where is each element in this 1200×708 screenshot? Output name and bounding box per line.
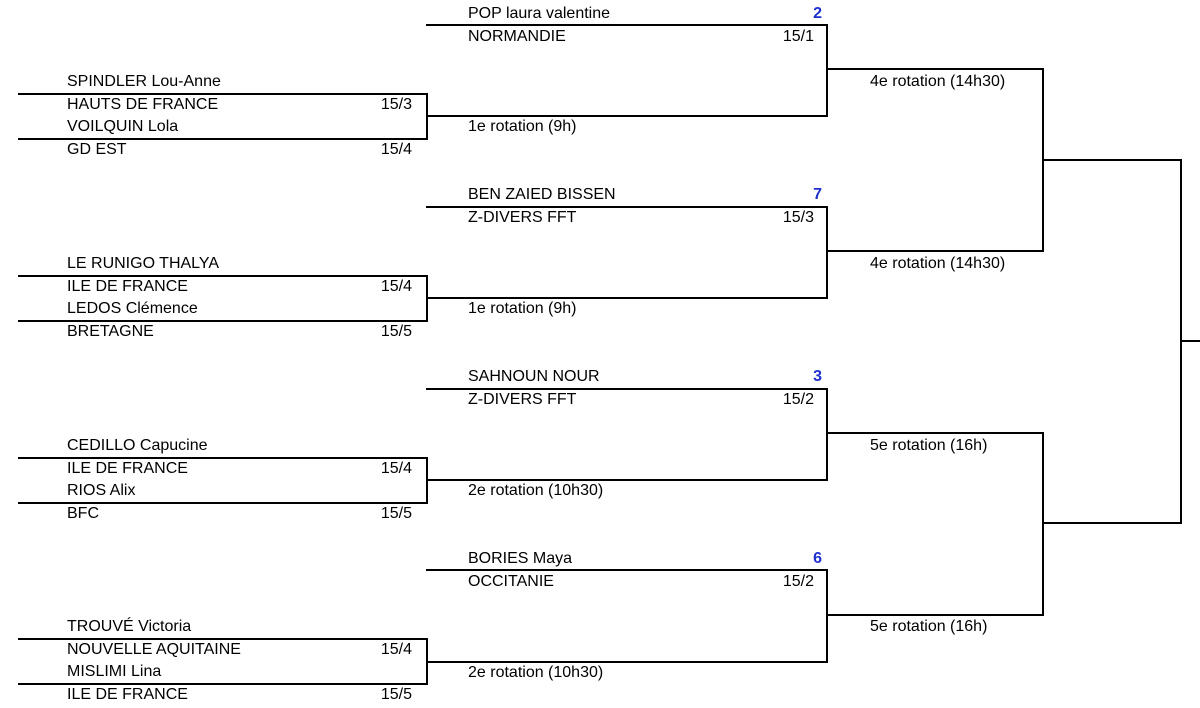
bracket-line <box>826 614 1044 616</box>
player-name: BORIES Maya <box>468 550 573 567</box>
bracket-line <box>18 638 428 640</box>
bracket-connector <box>826 206 828 299</box>
rotation-label: 1e rotation (9h) <box>468 118 577 135</box>
bracket-line <box>18 683 428 685</box>
bracket-line <box>18 93 428 95</box>
player-league: ILE DE FRANCE <box>67 686 188 703</box>
player-rank: 15/5 <box>380 505 412 522</box>
bracket-line <box>18 320 428 322</box>
player-league: GD EST <box>67 141 127 158</box>
player-rank: 15/4 <box>380 641 412 658</box>
seed-number: 2 <box>813 5 822 22</box>
player-name: SPINDLER Lou-Anne <box>67 73 221 90</box>
player-rank: 15/5 <box>380 323 412 340</box>
player-rank: 15/3 <box>782 209 814 226</box>
rotation-label: 4e rotation (14h30) <box>870 73 1006 90</box>
bracket-line <box>1042 522 1182 524</box>
bracket-line <box>826 432 1044 434</box>
seed-number: 3 <box>813 368 822 385</box>
player-name: POP laura valentine <box>468 5 611 22</box>
player-name: BEN ZAIED BISSEN <box>468 186 616 203</box>
player-name: SAHNOUN NOUR <box>468 368 600 385</box>
player-league: Z-DIVERS FFT <box>468 391 577 408</box>
player-rank: 15/4 <box>380 460 412 477</box>
bracket-line <box>826 250 1044 252</box>
bracket-line <box>426 479 828 481</box>
bracket-line <box>426 24 828 26</box>
player-name: TROUVÉ Victoria <box>67 618 192 635</box>
bracket-connector <box>1042 432 1044 616</box>
bracket-line <box>826 68 1044 70</box>
player-rank: 15/5 <box>380 686 412 703</box>
rotation-label: 2e rotation (10h30) <box>468 664 604 681</box>
bracket-connector <box>826 24 828 117</box>
bracket-connector <box>826 569 828 663</box>
player-league: BRETAGNE <box>67 323 154 340</box>
bracket-line <box>18 457 428 459</box>
bracket-line <box>1042 159 1182 161</box>
rotation-label: 5e rotation (16h) <box>870 437 988 454</box>
player-rank: 15/2 <box>782 391 814 408</box>
player-name: VOILQUIN Lola <box>67 118 179 135</box>
bracket-line <box>1180 340 1200 342</box>
rotation-label: 5e rotation (16h) <box>870 618 988 635</box>
player-rank: 15/4 <box>380 278 412 295</box>
player-league: ILE DE FRANCE <box>67 278 188 295</box>
player-league: OCCITANIE <box>468 573 554 590</box>
bracket-line <box>426 569 828 571</box>
player-name: MISLIMI Lina <box>67 663 162 680</box>
player-rank: 15/3 <box>380 96 412 113</box>
player-name: LEDOS Clémence <box>67 300 198 317</box>
bracket-line <box>426 115 828 117</box>
player-rank: 15/2 <box>782 573 814 590</box>
bracket-connector <box>826 388 828 481</box>
rotation-label: 1e rotation (9h) <box>468 300 577 317</box>
player-league: HAUTS DE FRANCE <box>67 96 219 113</box>
bracket-line <box>18 502 428 504</box>
player-league: ILE DE FRANCE <box>67 460 188 477</box>
player-name: LE RUNIGO THALYA <box>67 255 220 272</box>
bracket-line <box>426 388 828 390</box>
bracket-line <box>426 206 828 208</box>
bracket-line <box>18 138 428 140</box>
bracket-line <box>18 275 428 277</box>
bracket-line <box>426 661 828 663</box>
bracket-line <box>426 297 828 299</box>
player-league: NOUVELLE AQUITAINE <box>67 641 241 658</box>
seed-number: 6 <box>813 550 822 567</box>
player-name: CEDILLO Capucine <box>67 437 208 454</box>
player-league: BFC <box>67 505 99 522</box>
player-league: NORMANDIE <box>468 28 566 45</box>
rotation-label: 2e rotation (10h30) <box>468 482 604 499</box>
player-league: Z-DIVERS FFT <box>468 209 577 226</box>
player-rank: 15/4 <box>380 141 412 158</box>
seed-number: 7 <box>813 186 822 203</box>
rotation-label: 4e rotation (14h30) <box>870 255 1006 272</box>
player-name: RIOS Alix <box>67 482 136 499</box>
player-rank: 15/1 <box>782 28 814 45</box>
